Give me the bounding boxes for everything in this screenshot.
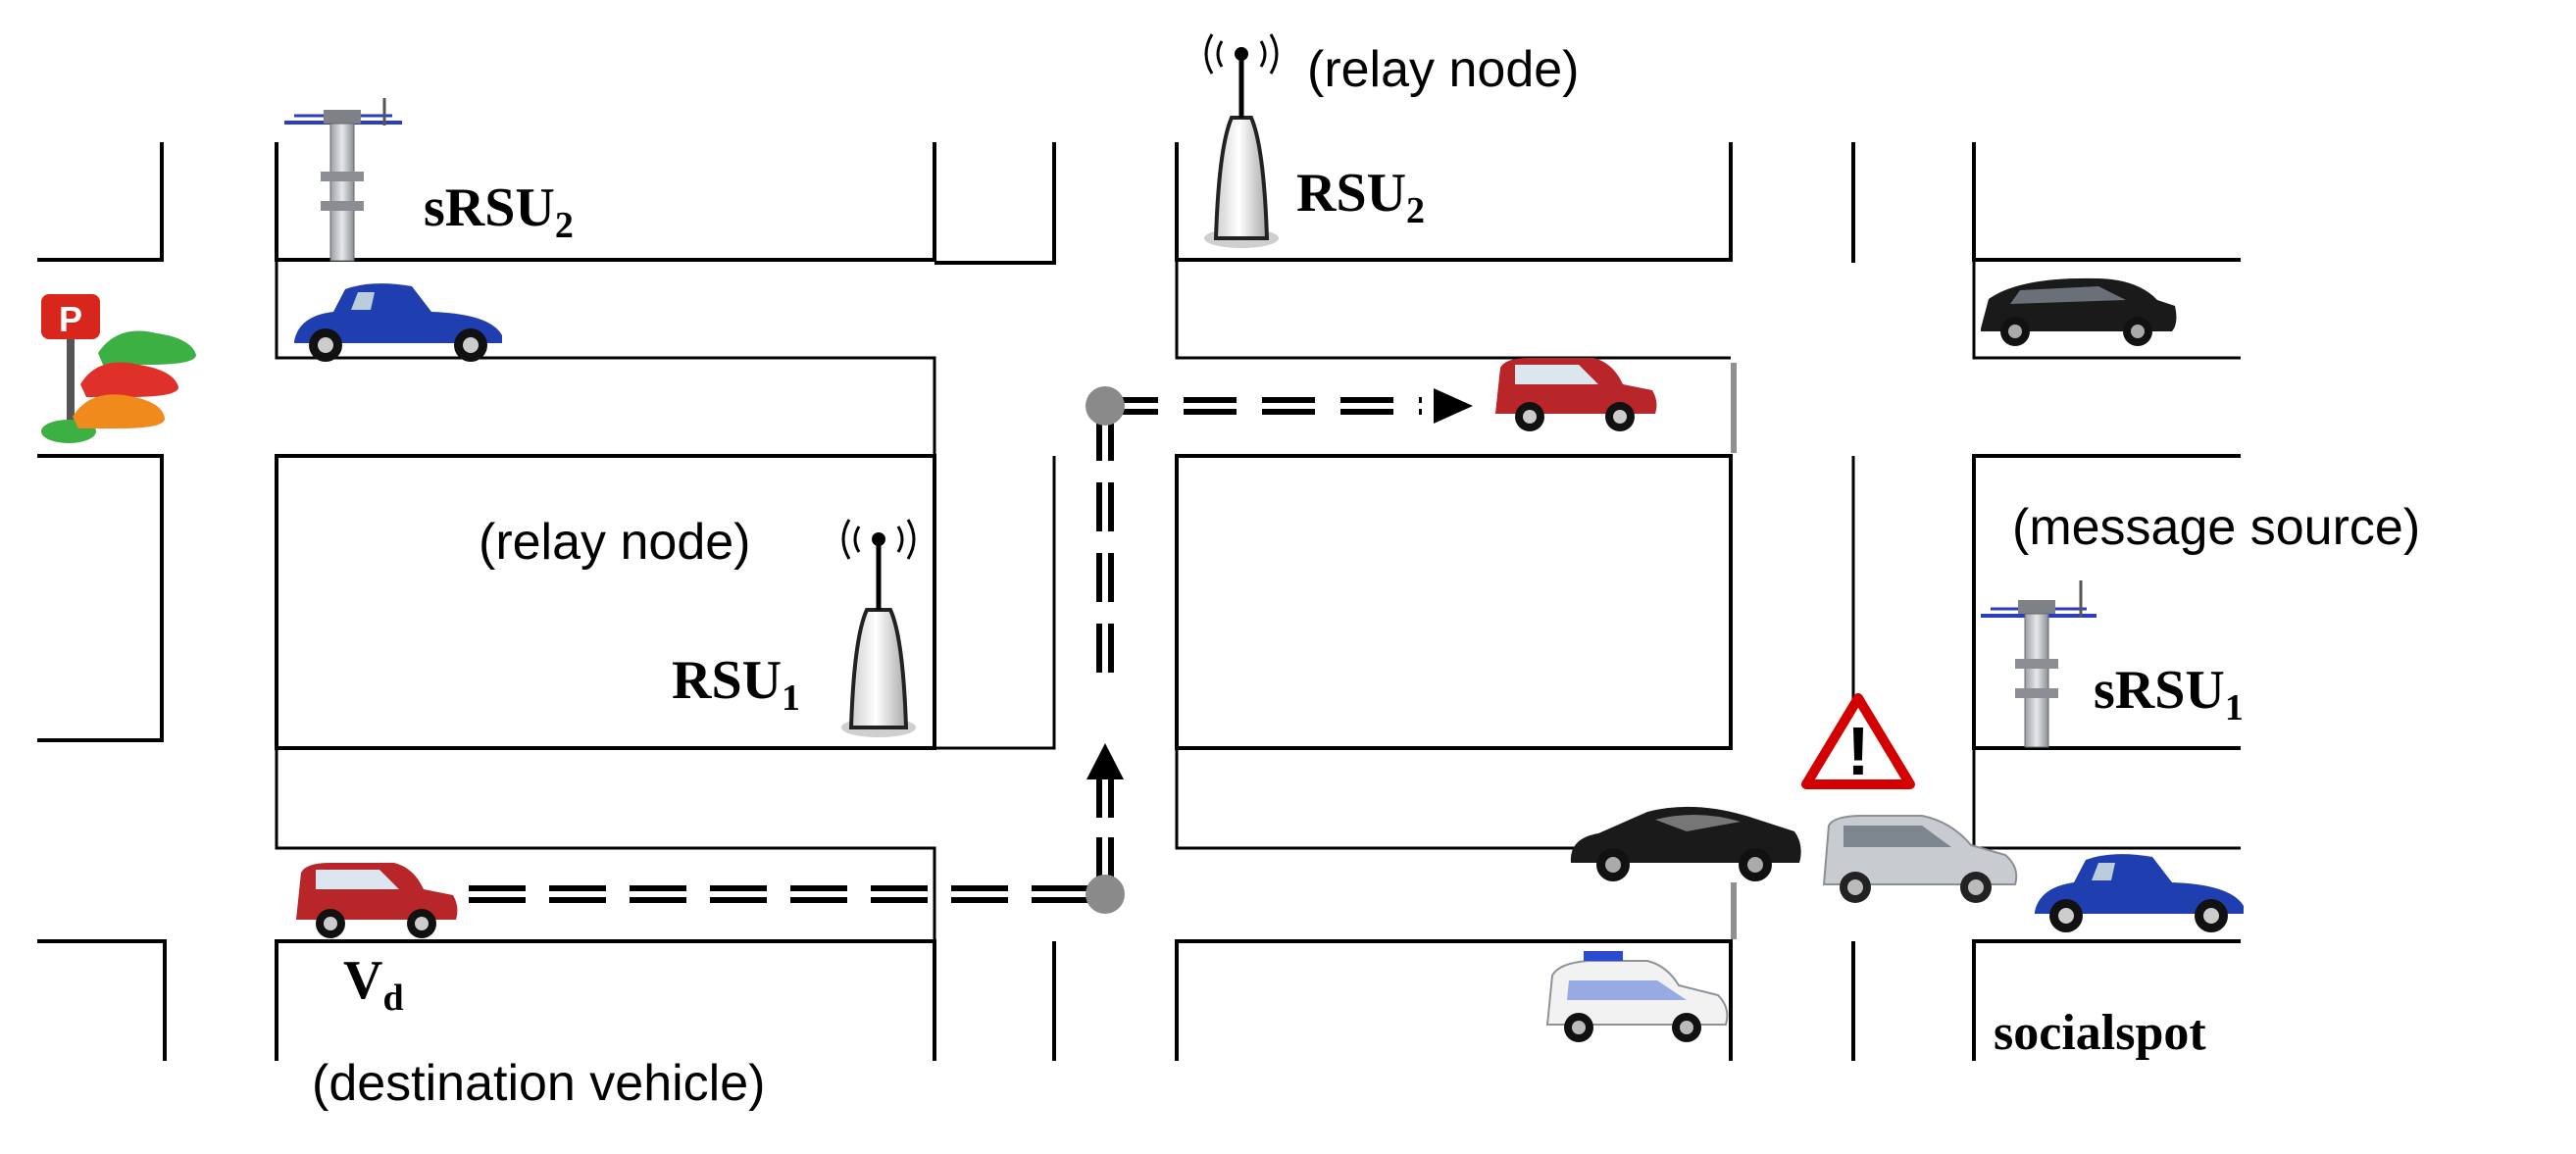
silver-van-icon xyxy=(1822,815,2018,903)
black-sedan-icon xyxy=(1570,806,1801,881)
road-edge-left-top xyxy=(37,142,164,262)
black-suv-icon xyxy=(1981,277,2177,346)
message-path xyxy=(469,397,1422,903)
srsu2-tower-icon xyxy=(284,98,402,262)
destination-vehicle-label: (destination vehicle) xyxy=(312,1055,765,1112)
road-edge-block-e xyxy=(1175,454,1733,750)
relay-node-mid-label: (relay node) xyxy=(479,514,750,571)
road-edge-block-a-inner xyxy=(275,260,936,456)
road-edge-block-c xyxy=(275,939,936,1061)
red-suv-destination-icon xyxy=(296,863,458,938)
parking-sign-letter: P xyxy=(59,299,82,339)
road-edge-block-d-top xyxy=(1175,142,1733,262)
road-edge-right-bottom xyxy=(1972,939,2241,1061)
road-edge-right-lower-inner xyxy=(1972,748,2241,850)
road-edge-right-top-inner xyxy=(1972,260,2241,360)
junction-node-top xyxy=(1086,386,1125,426)
road-edge-block-b xyxy=(275,454,936,750)
rsu1-label: RSU1 xyxy=(672,650,800,719)
road-edge-block-f xyxy=(1175,939,1733,1061)
srsu1-tower-icon xyxy=(1981,580,2096,748)
vd-label: Vd xyxy=(343,950,404,1019)
road-network xyxy=(37,142,2241,1061)
road-edge-block-d-inner xyxy=(1175,260,1731,360)
junction-node-bottom xyxy=(1086,875,1125,914)
road-edge-narrow-mid xyxy=(934,456,1056,750)
arrow-right-icon xyxy=(1434,388,1473,424)
road-edge-right-top xyxy=(1972,142,2241,262)
warning-sign-mark: ! xyxy=(1846,713,1869,789)
red-suv-top-icon xyxy=(1495,358,1657,431)
srsu1-label: sRSU1 xyxy=(2094,660,2244,728)
warning-sign-icon: ! xyxy=(1801,693,1915,789)
blue-car-icon xyxy=(294,283,502,362)
socialspot-label: socialspot xyxy=(1994,1005,2206,1061)
rsu2-label: RSU2 xyxy=(1296,163,1425,231)
road-edge-block-b-lower xyxy=(275,748,936,941)
blue-car-right-icon xyxy=(2035,854,2244,932)
relay-node-top-label: (relay node) xyxy=(1307,41,1579,98)
parking-lot-icon: P xyxy=(41,294,196,443)
message-source-label: (message source) xyxy=(2012,499,2420,556)
road-edge-block-e-lower xyxy=(1175,748,1731,850)
rsu1-antenna-icon xyxy=(841,519,916,737)
road-edge-block-a-top xyxy=(275,142,936,262)
srsu2-label: sRSU2 xyxy=(424,177,574,246)
rsu2-antenna-icon xyxy=(1204,33,1279,248)
road-edge-right-mid xyxy=(1972,454,2241,750)
road-edge-narrow-top xyxy=(934,142,1056,265)
arrow-up-icon xyxy=(1086,743,1124,779)
police-car-icon xyxy=(1545,951,1729,1042)
road-edge-left-bottom xyxy=(37,939,167,1061)
road-edge-left-mid xyxy=(37,454,164,742)
